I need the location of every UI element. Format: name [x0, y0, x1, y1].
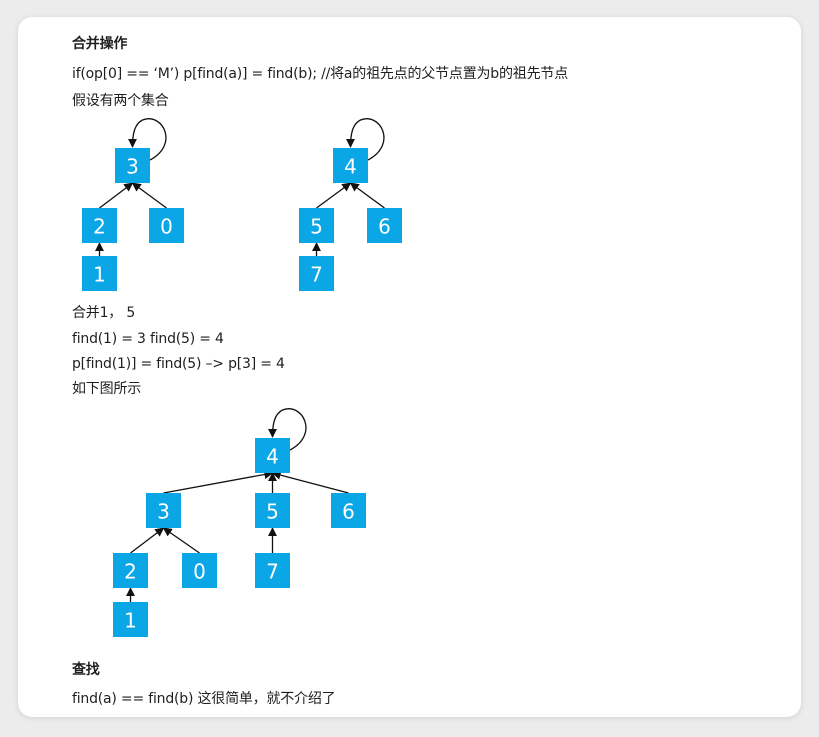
find-description-line: find(a) == find(b) 这很简单，就不介绍了 [72, 691, 336, 707]
node-box [115, 148, 150, 183]
node-box [299, 256, 334, 291]
node-label: 4 [344, 155, 357, 179]
node-box [182, 553, 217, 588]
node-3: 3 [146, 493, 181, 528]
node-label: 4 [266, 445, 279, 469]
assign-line: p[find(1)] = find(5) –> p[3] = 4 [72, 356, 285, 372]
node-3: 3 [115, 148, 150, 183]
node-box [367, 208, 402, 243]
as-shown-line: 如下图所示 [72, 381, 141, 397]
node-box [82, 208, 117, 243]
node-4: 4 [255, 438, 290, 473]
node-label: 3 [157, 500, 170, 524]
node-label: 1 [93, 263, 106, 287]
edge-2-to-3 [99, 182, 134, 209]
node-label: 1 [124, 609, 137, 633]
node-label: 6 [378, 215, 391, 239]
node-box [255, 438, 290, 473]
merge-heading: 合并操作 [72, 36, 128, 52]
assume-two-sets-line: 假设有两个集合 [72, 93, 169, 109]
node-label: 2 [93, 215, 106, 239]
find-heading: 查找 [72, 662, 100, 678]
node-label: 5 [266, 500, 279, 524]
node-box [255, 493, 290, 528]
node-label: 3 [126, 155, 139, 179]
edge-3-to-4 [163, 470, 274, 494]
node-5: 5 [299, 208, 334, 243]
node-box [333, 148, 368, 183]
node-7: 7 [255, 553, 290, 588]
node-box [299, 208, 334, 243]
merged-tree: 4 3 5 6 2 0 7 1 [113, 408, 366, 637]
edge-6-to-4 [271, 470, 349, 494]
edge-2-to-3 [130, 527, 165, 554]
node-5: 5 [255, 493, 290, 528]
node-label: 5 [310, 215, 323, 239]
set-a-tree: 3 2 0 1 [82, 118, 184, 291]
node-box [331, 493, 366, 528]
node-6: 6 [331, 493, 366, 528]
node-label: 0 [193, 560, 206, 584]
root-self-loop [345, 118, 385, 161]
edge-5-to-4 [316, 182, 352, 209]
set-b-tree: 4 5 6 7 [299, 118, 402, 291]
edge-0-to-3 [162, 527, 200, 554]
node-6: 6 [367, 208, 402, 243]
node-label: 7 [310, 263, 323, 287]
content-card [18, 17, 801, 717]
node-label: 2 [124, 560, 137, 584]
edge-0-to-3 [131, 182, 167, 209]
node-box [113, 602, 148, 637]
node-label: 6 [342, 500, 355, 524]
node-4: 4 [333, 148, 368, 183]
root-self-loop [127, 118, 167, 161]
merge-code-line: if(op[0] == ‘M’) p[find(a)] = find(b); /… [72, 66, 568, 82]
merge-example-line: 合并1， 5 [72, 305, 136, 321]
node-label: 0 [160, 215, 173, 239]
node-box [146, 493, 181, 528]
node-box [255, 553, 290, 588]
root-self-loop [267, 408, 307, 451]
node-label: 7 [266, 560, 279, 584]
node-box [82, 256, 117, 291]
node-0: 0 [182, 553, 217, 588]
node-1: 1 [82, 256, 117, 291]
node-7: 7 [299, 256, 334, 291]
node-1: 1 [113, 602, 148, 637]
node-0: 0 [149, 208, 184, 243]
node-2: 2 [113, 553, 148, 588]
edge-6-to-4 [349, 182, 385, 209]
find-results-line: find(1) = 3 find(5) = 4 [72, 331, 224, 347]
node-box [113, 553, 148, 588]
node-box [149, 208, 184, 243]
node-2: 2 [82, 208, 117, 243]
